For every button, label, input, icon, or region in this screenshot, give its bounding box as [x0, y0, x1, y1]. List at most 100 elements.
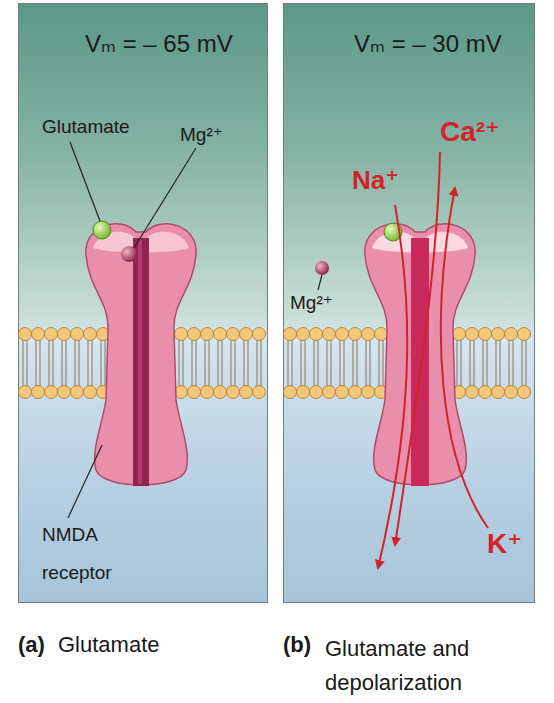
ion-flow-arrow — [395, 152, 440, 545]
lipid-tail — [130, 340, 131, 386]
lipid-head — [201, 328, 214, 341]
lipid-tail — [91, 340, 92, 386]
lipid-head — [505, 328, 518, 341]
lipid-head — [323, 328, 336, 341]
lipid-tail — [48, 340, 49, 386]
lipid-head — [32, 386, 45, 399]
lipid-head — [97, 386, 110, 399]
lipid-tail — [495, 340, 496, 386]
lipid-head — [84, 328, 97, 341]
lipid-tail — [204, 340, 205, 386]
lipid-tail — [61, 340, 62, 386]
lipid-head — [19, 328, 32, 341]
lipid-tail — [447, 340, 448, 386]
lipid-tail — [143, 340, 144, 386]
ion-label: K⁺ — [487, 528, 522, 560]
lipid-head — [253, 328, 266, 341]
lipid-head — [227, 328, 240, 341]
lipid-head — [453, 328, 466, 341]
lipid-head — [362, 328, 375, 341]
lipid-tail — [234, 340, 235, 386]
lipid-tail — [100, 340, 101, 386]
lipid-head — [240, 328, 253, 341]
ion-label: Na⁺ — [352, 166, 399, 196]
lipid-head — [84, 386, 97, 399]
lipid-head — [362, 386, 375, 399]
lipid-head — [19, 386, 32, 399]
lipid-tail — [152, 340, 153, 386]
lipid-tail — [156, 340, 157, 386]
lipid-tail — [521, 340, 522, 386]
molecule-label: Glutamate — [42, 116, 130, 138]
lipid-head — [492, 386, 505, 399]
lipid-head — [175, 386, 188, 399]
lipid-tail — [195, 340, 196, 386]
ion-label: Mg²⁺ — [290, 292, 333, 314]
lipid-head — [375, 328, 388, 341]
lipid-tail — [499, 340, 500, 386]
lipid-head — [97, 328, 110, 341]
lipid-tail — [247, 340, 248, 386]
lipid-tail — [178, 340, 179, 386]
lipid-head — [253, 386, 266, 399]
lipid-head — [284, 328, 297, 341]
nmda-receptor — [86, 224, 196, 486]
lipid-head — [297, 386, 310, 399]
lipid-tail — [35, 340, 36, 386]
lipid-tail — [339, 340, 340, 386]
lipid-tail — [508, 340, 509, 386]
lipid-tail — [525, 340, 526, 386]
lipid-tail — [26, 340, 27, 386]
lipid-head — [453, 386, 466, 399]
lipid-head — [240, 386, 253, 399]
lipid-head — [401, 328, 414, 341]
lipid-head — [297, 328, 310, 341]
lipid-head — [427, 386, 440, 399]
lipid-tail — [87, 340, 88, 386]
membrane-potential: Vₘ = – 30 mV — [354, 30, 502, 58]
panel-letter: (b) — [283, 632, 311, 657]
lipid-tail — [182, 340, 183, 386]
lipid-tail — [443, 340, 444, 386]
lipid-tail — [165, 340, 166, 386]
lipid-head — [71, 328, 84, 341]
lipid-head — [284, 386, 297, 399]
lipid-tail — [65, 340, 66, 386]
lipid-head — [227, 386, 240, 399]
lipid-head — [349, 386, 362, 399]
membrane-potential: Vₘ = – 65 mV — [85, 30, 233, 58]
ion-flow-arrow — [378, 205, 407, 568]
mg-ion — [121, 246, 137, 262]
ion-label: Ca²⁺ — [440, 116, 500, 148]
glutamate-molecule — [384, 223, 402, 241]
lipid-tail — [52, 340, 53, 386]
lipid-tail — [139, 340, 140, 386]
lipid-head — [188, 328, 201, 341]
lipid-tail — [208, 340, 209, 386]
lipid-head — [336, 386, 349, 399]
lipid-head — [479, 386, 492, 399]
lipid-head — [349, 328, 362, 341]
lipid-head — [58, 386, 71, 399]
leader-line — [70, 142, 100, 221]
lipid-tail — [104, 340, 105, 386]
lipid-tail — [382, 340, 383, 386]
lipid-head — [136, 328, 149, 341]
lipid-head — [440, 386, 453, 399]
lipid-tail — [74, 340, 75, 386]
lipid-head — [162, 386, 175, 399]
lipid-head — [388, 386, 401, 399]
lipid-head — [518, 328, 531, 341]
lipid-tail — [317, 340, 318, 386]
lipid-tail — [287, 340, 288, 386]
leader-line — [134, 148, 196, 248]
lipid-tail — [456, 340, 457, 386]
lipid-head — [214, 328, 227, 341]
lipid-head — [427, 328, 440, 341]
lipid-tail — [378, 340, 379, 386]
lipid-tail — [230, 340, 231, 386]
lipid-head — [123, 386, 136, 399]
lipid-tail — [191, 340, 192, 386]
